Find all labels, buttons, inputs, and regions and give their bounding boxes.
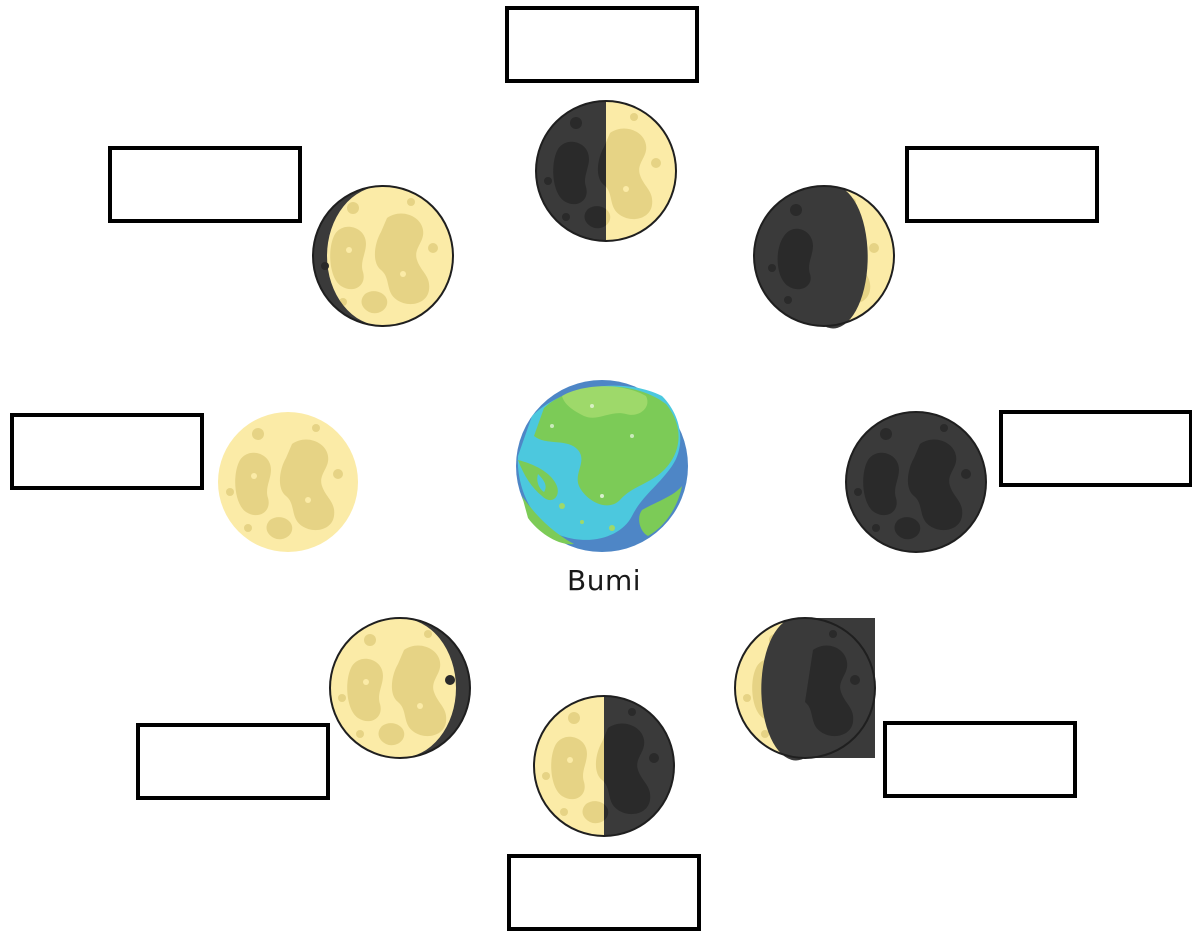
moon-right <box>846 412 986 552</box>
moon-bottom <box>534 696 674 836</box>
earth-icon <box>516 380 688 552</box>
moon-top-left <box>313 186 453 326</box>
earth-label: Bumi <box>544 564 664 597</box>
moon-left <box>218 412 358 552</box>
moon-top-right <box>754 186 894 328</box>
moon-bottom-right <box>735 618 875 760</box>
moon-top <box>536 101 676 241</box>
moon-bottom-left <box>330 618 470 758</box>
